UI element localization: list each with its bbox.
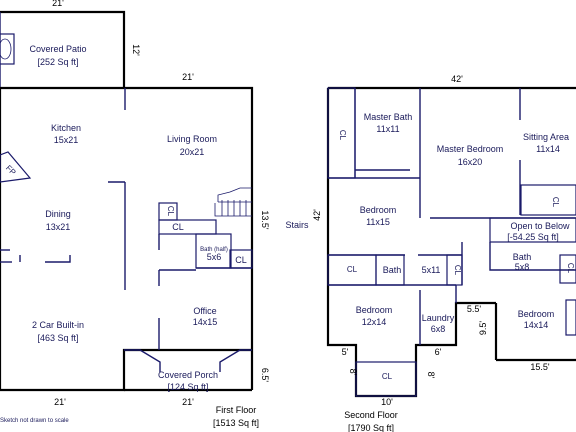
- master-bed-size: 16x20: [458, 157, 483, 167]
- dim-porch: 6.5': [260, 368, 270, 383]
- dim-sf-top: 42': [451, 74, 463, 84]
- second-floor-area: [1790 Sq ft]: [348, 423, 394, 432]
- bedroom1-name: Bedroom: [360, 205, 397, 215]
- fireplace-label: FP: [4, 163, 18, 177]
- living-size: 20x21: [180, 147, 205, 157]
- bedroom2-size: 12x14: [362, 317, 387, 327]
- bedroom3-name: Bedroom: [518, 309, 555, 319]
- master-bath-name: Master Bath: [364, 112, 413, 122]
- dim-sf-left: 42': [312, 209, 322, 221]
- sitting-name: Sitting Area: [523, 132, 569, 142]
- cl-master: CL: [338, 130, 347, 141]
- dim-95: 9.5': [478, 321, 488, 336]
- cl-right: CL: [566, 263, 575, 274]
- master-bed-name: Master Bedroom: [437, 144, 504, 154]
- cl-bed1: CL: [347, 265, 358, 274]
- porch-area: [124 Sq ft]: [167, 382, 208, 392]
- dim-5: 5': [342, 347, 349, 357]
- dim-bottom-right: 21': [182, 397, 194, 407]
- dim-stair: 13.5': [260, 210, 270, 230]
- dim-8b: 8': [426, 372, 436, 379]
- halfbath-size: 5x6: [207, 252, 222, 262]
- bath2-label: Bath: [513, 252, 532, 262]
- master-bath-size: 11x11: [376, 124, 399, 134]
- office-name: Office: [193, 306, 216, 316]
- first-floor-title: First Floor: [216, 405, 257, 415]
- garage-name: 2 Car Built-in: [32, 320, 84, 330]
- sketch-note: Sketch not drawn to scale: [0, 418, 69, 424]
- open-below-name: Open to Below: [510, 221, 570, 231]
- kitchen-size: 15x21: [54, 135, 79, 145]
- closet-label-c: CL: [235, 255, 247, 265]
- second-floor-plan: 42' 42' 5.5' 9.5' 5' 6' 8' 8' 15.5' 10' …: [312, 74, 576, 432]
- bedroom3-size: 14x14: [524, 320, 549, 330]
- laundry-name: Laundry: [422, 313, 455, 323]
- garage-area: [463 Sq ft]: [37, 333, 78, 343]
- dim-155: 15.5': [530, 362, 550, 372]
- cl-hall: CL: [453, 265, 462, 276]
- cl-bottom: CL: [382, 372, 393, 381]
- bedroom2-name: Bedroom: [356, 305, 393, 315]
- cl-sitting: CL: [551, 197, 560, 208]
- closet-label-b: CL: [172, 222, 184, 232]
- porch-name: Covered Porch: [158, 370, 218, 380]
- stairs-icon: [214, 187, 252, 217]
- stairs-label: Stairs: [285, 220, 309, 230]
- kitchen-name: Kitchen: [51, 123, 81, 133]
- dim-55: 5.5': [467, 304, 482, 314]
- bedroom1-size: 11x15: [366, 217, 390, 227]
- patio-area: [252 Sq ft]: [37, 57, 78, 67]
- first-floor-plan: 21' 12' 21' 13.5' 6.5' 21' 21' Covered P…: [0, 0, 270, 428]
- fireplace-icon: [0, 151, 32, 183]
- laundry-size: 6x8: [431, 324, 446, 334]
- dining-size: 13x21: [46, 222, 71, 232]
- dim-6: 6': [435, 347, 442, 357]
- bath2-size: 5x8: [515, 262, 530, 272]
- dim-sf-bottom: 10': [381, 397, 393, 407]
- dim-patio-top: 21': [52, 0, 64, 8]
- dim-bottom-left: 21': [54, 397, 66, 407]
- halfbath-label: Bath (half): [200, 247, 228, 253]
- hall-size: 5x11: [422, 265, 441, 275]
- firepit-icon: [0, 33, 15, 65]
- sitting-size: 11x14: [536, 144, 560, 154]
- open-below-area: [-54.25 Sq ft]: [507, 232, 559, 242]
- dim-8a: 8': [348, 369, 358, 376]
- dim-main-top: 21': [182, 72, 194, 82]
- living-name: Living Room: [167, 134, 217, 144]
- patio-name: Covered Patio: [29, 44, 86, 54]
- first-floor-area: [1513 Sq ft]: [213, 418, 259, 428]
- office-size: 14x15: [193, 317, 218, 327]
- closet-label-a: CL: [166, 206, 175, 217]
- second-floor-title: Second Floor: [344, 410, 398, 420]
- bath-label: Bath: [383, 265, 402, 275]
- dim-patio-depth: 12': [131, 44, 141, 56]
- dining-name: Dining: [45, 209, 71, 219]
